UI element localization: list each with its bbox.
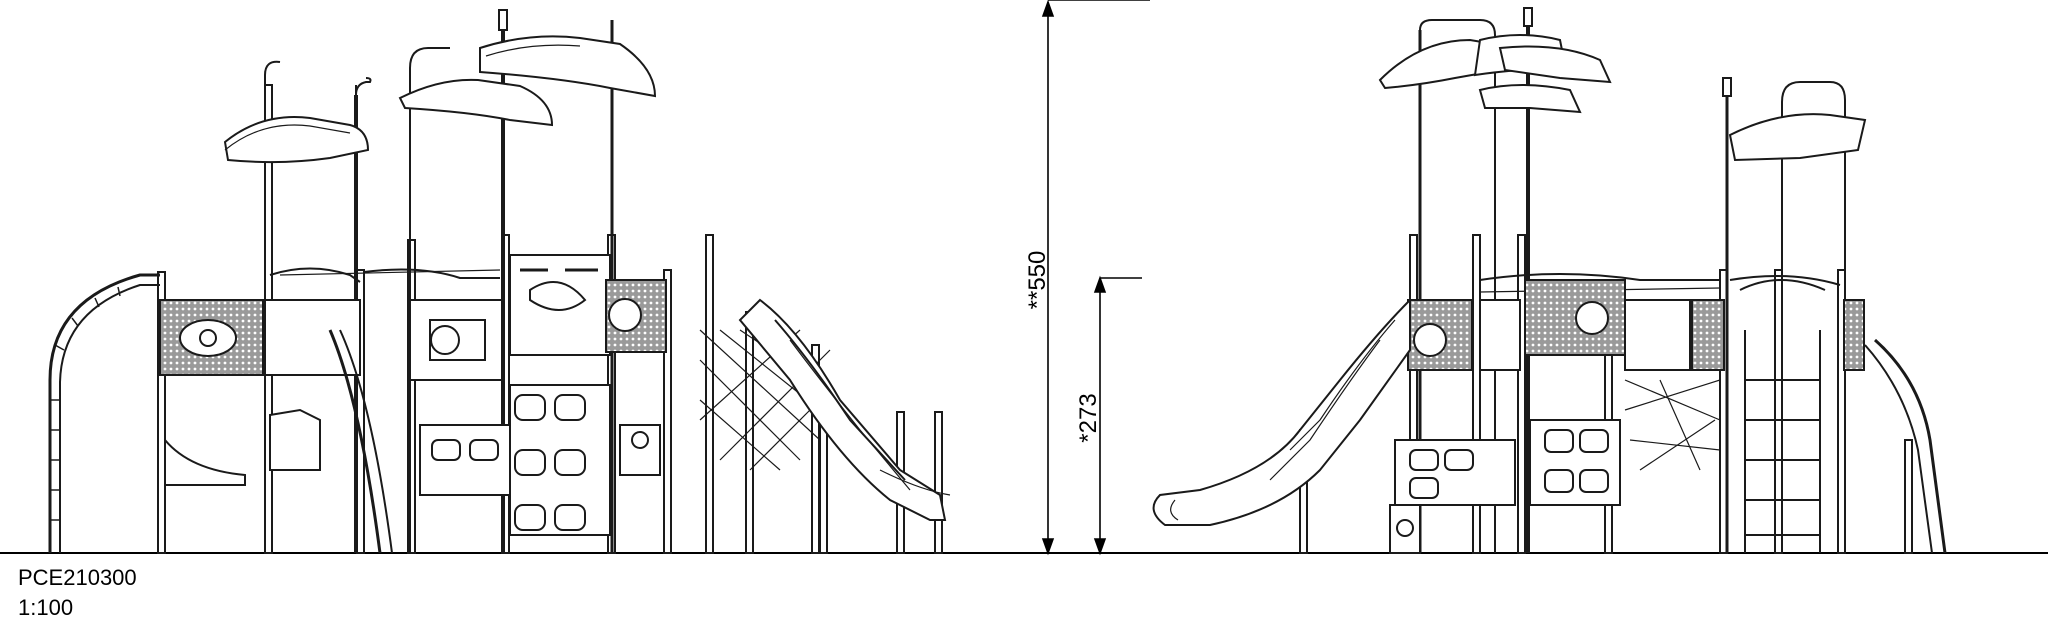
- product-code: PCE210300: [18, 565, 137, 590]
- dimension-overall-height: **550: [1024, 251, 1051, 310]
- left-elevation: [48, 9, 951, 554]
- drawing-scale: 1:100: [18, 595, 74, 620]
- right-elevation: [1152, 7, 1947, 554]
- dimension-lines: [1041, 0, 1150, 556]
- dimension-platform-height: *273: [1075, 393, 1102, 442]
